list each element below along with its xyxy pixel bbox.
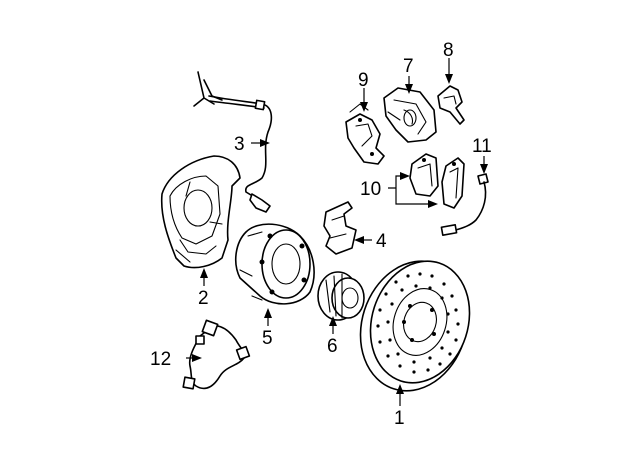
callout-12: 12 bbox=[150, 349, 171, 370]
part-7-brake-caliper bbox=[383, 87, 437, 143]
part-4-anti-rattle-clip bbox=[323, 201, 357, 255]
part-6-wheel-bearing bbox=[317, 271, 365, 321]
callout-7: 7 bbox=[403, 56, 414, 77]
callout-9: 9 bbox=[358, 70, 369, 91]
callout-5: 5 bbox=[262, 328, 273, 349]
part-1-brake-rotor bbox=[359, 260, 471, 392]
callout-2: 2 bbox=[198, 288, 209, 309]
leader-lines bbox=[186, 58, 488, 406]
part-10-brake-pads bbox=[409, 153, 465, 209]
callout-4: 4 bbox=[376, 231, 387, 252]
callout-6: 6 bbox=[327, 336, 338, 357]
part-12-sensor-harness bbox=[182, 319, 251, 390]
callout-3: 3 bbox=[234, 134, 245, 155]
part-8-caliper-spring bbox=[437, 85, 465, 125]
callout-11: 11 bbox=[472, 136, 492, 157]
part-3-wheel-speed-sensor bbox=[193, 71, 273, 213]
part-11-pad-wear-sensor bbox=[440, 173, 489, 236]
callout-10: 10 bbox=[360, 179, 381, 200]
part-2-splash-shield bbox=[160, 155, 241, 269]
part-9-caliper-bracket bbox=[345, 103, 385, 165]
callout-1: 1 bbox=[394, 408, 405, 429]
part-5-hub-bearing bbox=[234, 223, 315, 305]
callout-labels: 1 2 3 4 5 6 7 8 9 10 11 12 bbox=[150, 40, 492, 429]
rotor-drill-holes bbox=[376, 272, 460, 374]
callout-8: 8 bbox=[443, 40, 454, 61]
